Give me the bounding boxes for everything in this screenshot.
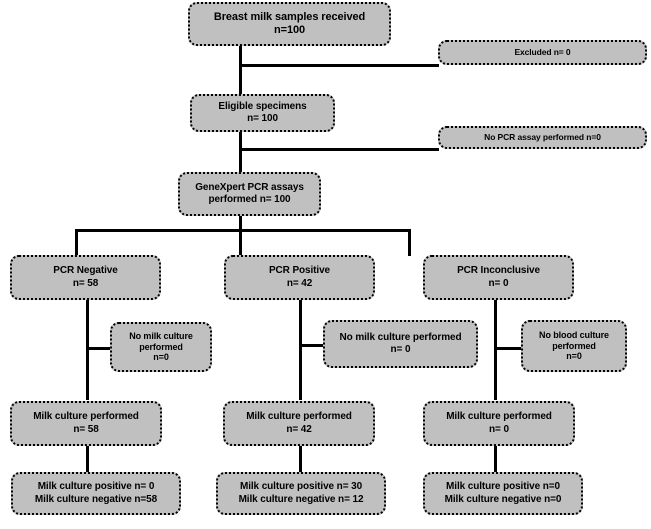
node-results-right: Milk culture positive n=0 Milk culture n…: [423, 472, 583, 515]
node-line: Milk culture performed: [446, 411, 552, 423]
connector-pcrpos-to-nomilkculture: [299, 344, 325, 347]
node-line: GeneXpert PCR assays: [195, 181, 304, 193]
connector-eligible-to-genexpert: [239, 131, 242, 176]
connector-received-to-excluded: [239, 64, 439, 67]
node-breast-milk-samples-received: Breast milk samples received n=100: [188, 2, 391, 46]
connector-milkculture-to-results-right: [494, 446, 497, 472]
node-results-mid: Milk culture positive n= 30 Milk culture…: [216, 472, 386, 515]
connector-milkculture-to-results-left: [86, 446, 89, 472]
node-line: n= 0: [390, 344, 411, 355]
node-line: Breast milk samples received: [213, 10, 366, 23]
node-no-milk-culture-performed-mid: No milk culture performed n= 0: [323, 320, 478, 368]
node-milk-culture-performed-right: Milk culture performed n= 0: [423, 401, 575, 446]
node-eligible-specimens: Eligible specimens n= 100: [190, 94, 335, 132]
node-no-blood-culture-performed-right: No blood culture performed n=0: [521, 320, 627, 372]
node-line: n= 100: [247, 113, 278, 124]
node-line: Milk culture negative n=0: [444, 493, 562, 505]
connector-bus-to-pcr-inconclusive: [408, 229, 411, 256]
node-milk-culture-performed-left: Milk culture performed n= 58: [10, 401, 162, 446]
node-line: No PCR assay performed n=0: [484, 132, 601, 143]
node-line: n= 58: [72, 277, 99, 289]
node-line: Milk culture performed: [246, 411, 352, 423]
node-line: Milk culture positive n=0: [446, 481, 560, 493]
connector-eligible-to-nopcr: [239, 148, 439, 151]
node-pcr-positive: PCR Positive n= 42: [224, 255, 375, 300]
connector-pcrneg-to-milkculture: [86, 300, 89, 400]
connector-pcr-split-bus: [75, 229, 411, 232]
node-line: performed: [552, 340, 596, 351]
connector-pcrinc-to-milkculture: [494, 300, 497, 400]
node-line: Milk culture positive n= 30: [239, 481, 363, 493]
node-pcr-negative: PCR Negative n= 58: [10, 255, 161, 300]
node-line: No blood culture: [539, 329, 609, 340]
node-line: PCR Positive: [268, 265, 331, 277]
node-genexpert-pcr-assays: GeneXpert PCR assays performed n= 100: [178, 172, 321, 216]
node-line: PCR Negative: [53, 265, 118, 277]
node-line: n= 0: [489, 423, 509, 435]
node-line: n= 42: [286, 277, 313, 289]
node-line: performed n= 100: [208, 194, 291, 205]
node-line: Excluded n= 0: [514, 47, 571, 58]
node-line: No milk culture: [129, 330, 193, 341]
node-line: Milk culture performed: [33, 411, 139, 423]
node-line: n= 0: [488, 277, 509, 289]
connector-pcrneg-to-nomilkculture: [86, 347, 112, 350]
connector-genexpert-stem: [239, 215, 242, 255]
node-line: PCR Inconclusive: [457, 265, 540, 277]
node-no-pcr-assay-performed: No PCR assay performed n=0: [438, 126, 647, 149]
node-line: n= 42: [286, 423, 312, 435]
node-excluded: Excluded n= 0: [438, 40, 647, 65]
node-line: n=100: [274, 24, 305, 36]
node-line: n=0: [566, 351, 582, 362]
node-line: performed: [139, 341, 183, 352]
node-results-left: Milk culture positive n= 0 Milk culture …: [11, 472, 181, 515]
connector-milkculture-to-results-mid: [299, 446, 302, 472]
connector-pcrpos-to-milkculture: [299, 300, 302, 400]
node-line: n= 58: [73, 423, 99, 435]
node-line: Milk culture negative n= 12: [238, 493, 364, 505]
node-line: Milk culture negative n=58: [34, 493, 158, 505]
node-line: No milk culture performed: [339, 331, 462, 343]
connector-pcrinc-to-nobloodculture: [494, 347, 523, 350]
node-line: Milk culture positive n= 0: [37, 481, 155, 493]
node-line: n=0: [153, 352, 169, 363]
node-no-milk-culture-performed-left: No milk culture performed n=0: [110, 322, 212, 372]
node-milk-culture-performed-mid: Milk culture performed n= 42: [223, 401, 375, 446]
node-line: Eligible specimens: [218, 100, 307, 112]
connector-received-to-eligible: [239, 44, 242, 96]
connector-bus-to-pcr-negative: [75, 229, 78, 256]
node-pcr-inconclusive: PCR Inconclusive n= 0: [423, 255, 574, 300]
